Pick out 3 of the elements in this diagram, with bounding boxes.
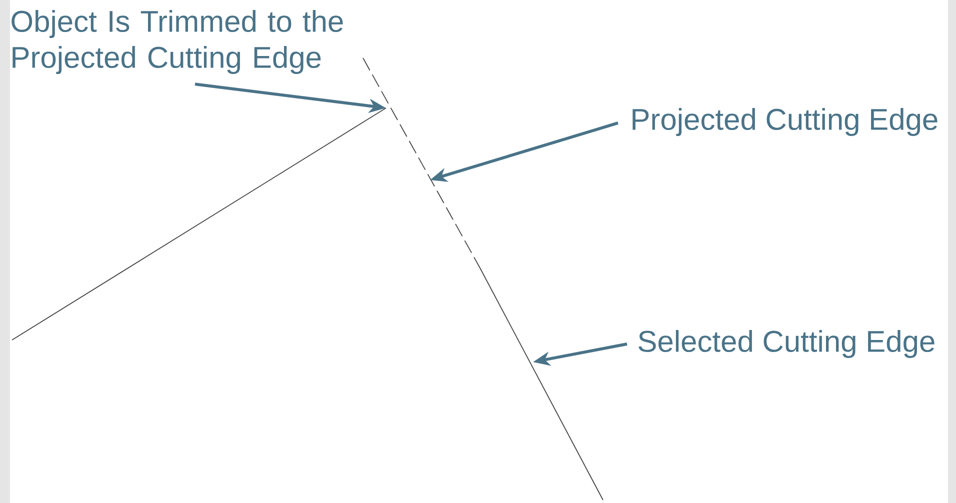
callout-text: Selected Cutting Edge (638, 330, 934, 358)
callout-text: Object Is Trimmed to the Projected Cutting Edge (12, 10, 343, 74)
callout-text: Projected Cutting Edge (632, 108, 938, 136)
